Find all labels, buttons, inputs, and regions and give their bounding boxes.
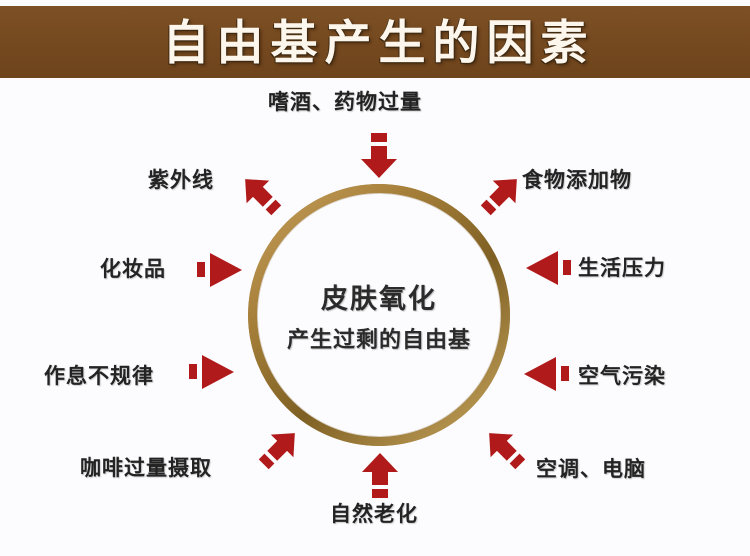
factor-label-cosmetics: 化妆品 [100,258,166,281]
page-title: 自由基产生的因素 [162,15,595,69]
arrow-left-icon [524,248,572,288]
title-banner: 自由基产生的因素 [0,6,750,78]
arrow-down-right-icon [236,170,284,218]
factor-label-food-additives: 食物添加物 [522,169,632,192]
arrow-right-icon [196,250,244,290]
arrow-up-icon [360,452,400,498]
arrow-up-right-icon [256,424,304,472]
arrow-up-left-icon [480,424,528,472]
arrow-right-icon [188,352,236,392]
factor-label-irregular-routine: 作息不规律 [44,365,154,388]
factor-label-ac-computer: 空调、电脑 [536,458,646,481]
factor-label-natural-aging: 自然老化 [330,503,418,526]
factor-label-excess-coffee: 咖啡过量摄取 [80,457,212,480]
factor-label-life-stress: 生活压力 [578,257,666,280]
arrow-down-icon [359,133,399,179]
arrow-down-left-icon [478,170,526,218]
factor-label-air-pollution: 空气污染 [578,365,666,388]
arrow-left-icon [522,354,570,394]
factor-label-alcohol-drugs: 嗜酒、药物过量 [268,91,422,114]
center-circle-ring [248,184,510,446]
factor-label-uv-rays: 紫外线 [148,169,214,192]
